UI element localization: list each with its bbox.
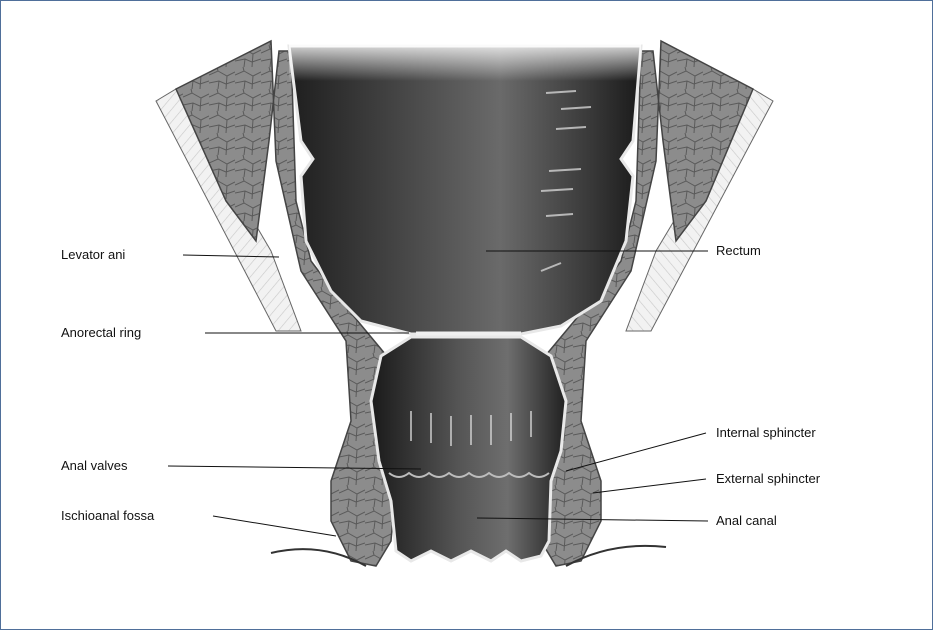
label-levator-ani: Levator ani: [61, 247, 125, 262]
anal-canal-chamber: [371, 337, 566, 561]
rectum-chamber: [289, 46, 641, 334]
label-anal-valves: Anal valves: [61, 458, 128, 473]
leader-external-sphincter: [593, 479, 706, 493]
label-rectum: Rectum: [716, 243, 761, 258]
label-external-sphincter: External sphincter: [716, 471, 821, 486]
rectum-top-fade: [289, 41, 641, 81]
label-ischioanal-fossa: Ischioanal fossa: [61, 508, 155, 523]
label-anorectal-ring: Anorectal ring: [61, 325, 141, 340]
label-anal-canal: Anal canal: [716, 513, 777, 528]
label-internal-sphincter: Internal sphincter: [716, 425, 816, 440]
leader-ischioanal-fossa: [213, 516, 336, 536]
